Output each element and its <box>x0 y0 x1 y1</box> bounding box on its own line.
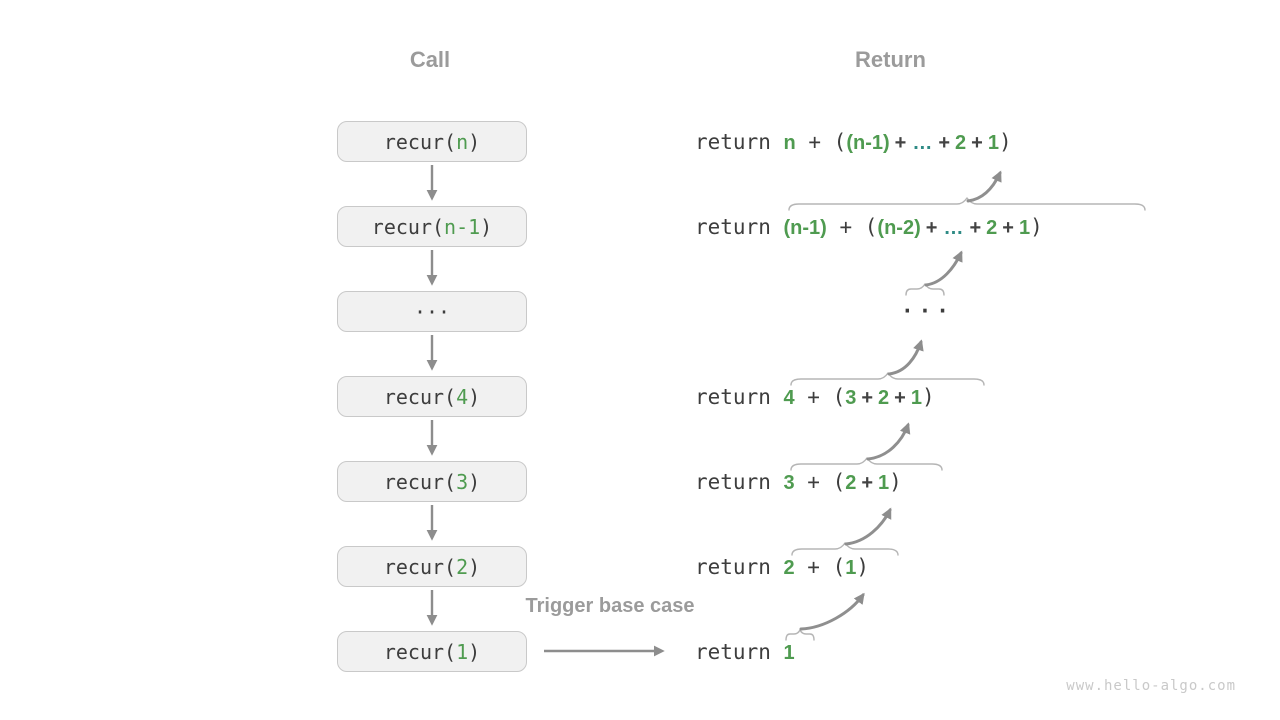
token: recur( <box>371 214 445 239</box>
token: 2 <box>878 387 890 409</box>
token: ) <box>889 470 902 494</box>
token: ) <box>468 554 481 579</box>
token: ) <box>1030 215 1043 239</box>
token: 1 <box>783 642 795 664</box>
token: (n-1) <box>846 132 890 154</box>
token: return <box>695 130 784 154</box>
call-box-recur-1: recur(1) <box>337 631 527 672</box>
return-row-ellipsis: ··· <box>901 296 954 326</box>
return-flow-arrow-3-to-4 <box>866 422 911 461</box>
token: 2 <box>986 217 998 239</box>
token: 1 <box>987 132 999 154</box>
token: 1 <box>878 472 890 494</box>
token: 1 <box>1018 217 1031 239</box>
token: + ( <box>794 470 846 494</box>
token: 2 <box>845 472 857 494</box>
token: 4 <box>783 387 795 409</box>
call-box-ellipsis: ··· <box>337 291 527 332</box>
token: + <box>894 387 906 409</box>
token: 3 <box>456 469 469 494</box>
token: ) <box>468 129 481 154</box>
return-flow-arrow-2-to-3 <box>844 507 892 546</box>
token: ) <box>468 639 481 664</box>
call-column-header: Call <box>409 47 451 72</box>
overbrace-row-ellipsis <box>905 283 945 296</box>
token: recur( <box>383 554 457 579</box>
call-box-recur-2: recur(2) <box>337 546 527 587</box>
token: return <box>695 640 784 664</box>
token: + <box>971 132 983 154</box>
token: + <box>1002 217 1014 239</box>
token: + <box>894 132 907 154</box>
trigger-base-case-label: Trigger base case <box>525 595 695 617</box>
overbrace-row-n-1 <box>788 197 1146 211</box>
token: ··· <box>413 299 451 324</box>
token: recur( <box>383 469 457 494</box>
token: ) <box>468 469 481 494</box>
token: 1 <box>845 557 857 579</box>
token: (n-1) <box>783 217 827 239</box>
return-row-3: return 3 + (2+1) <box>695 467 902 497</box>
token: … <box>943 217 964 239</box>
return-row-n: return n + ((n-1)+…+2+1) <box>695 127 1012 157</box>
token: n <box>783 132 796 154</box>
token: return <box>695 470 784 494</box>
token: 1 <box>910 387 922 409</box>
token: 1 <box>456 639 469 664</box>
token: 3 <box>783 472 795 494</box>
token: … <box>912 132 933 154</box>
return-flow-arrow-4-to-ellipsis <box>887 339 924 376</box>
token: ··· <box>901 299 954 323</box>
token: ) <box>480 214 493 239</box>
call-box-recur-n: recur(n) <box>337 121 527 162</box>
return-row-n-1: return (n-1) + ((n-2)+…+2+1) <box>695 212 1043 242</box>
token: return <box>695 385 784 409</box>
token: + ( <box>794 385 846 409</box>
token: + <box>938 132 951 154</box>
token: + <box>861 387 874 409</box>
token: + ( <box>795 130 847 154</box>
token: recur( <box>383 639 457 664</box>
return-flow-arrow-n-1-to-n <box>966 170 1002 203</box>
token: n-1 <box>444 214 481 239</box>
token: + ( <box>794 555 846 579</box>
token: n <box>456 129 469 154</box>
token: + <box>969 217 982 239</box>
token: ) <box>921 385 935 409</box>
return-flow-arrow-ellipsis-to-n-1 <box>924 250 963 287</box>
token: + <box>925 217 938 239</box>
return-row-4: return 4 + (3+2+1) <box>695 382 935 412</box>
return-flow-arrow-1-to-2 <box>799 592 865 631</box>
return-column-header: Return <box>855 47 926 72</box>
token: return <box>695 215 784 239</box>
call-box-recur-n-1: recur(n-1) <box>337 206 527 247</box>
token: + ( <box>826 215 878 239</box>
token: 3 <box>845 387 857 409</box>
token: ) <box>856 555 869 579</box>
token: 2 <box>456 554 469 579</box>
watermark-text: www.hello-algo.com <box>1066 678 1236 694</box>
token: recur( <box>383 129 457 154</box>
token: recur( <box>383 384 457 409</box>
call-box-recur-4: recur(4) <box>337 376 527 417</box>
token: 2 <box>955 132 967 154</box>
call-box-recur-3: recur(3) <box>337 461 527 502</box>
return-row-2: return 2 + (1) <box>695 552 869 582</box>
token: 2 <box>783 557 795 579</box>
token: 4 <box>456 384 469 409</box>
token: ) <box>468 384 481 409</box>
token: ) <box>998 130 1012 154</box>
return-row-1: return 1 <box>695 637 795 667</box>
token: return <box>695 555 784 579</box>
token: + <box>861 472 874 494</box>
token: (n-2) <box>877 217 921 239</box>
